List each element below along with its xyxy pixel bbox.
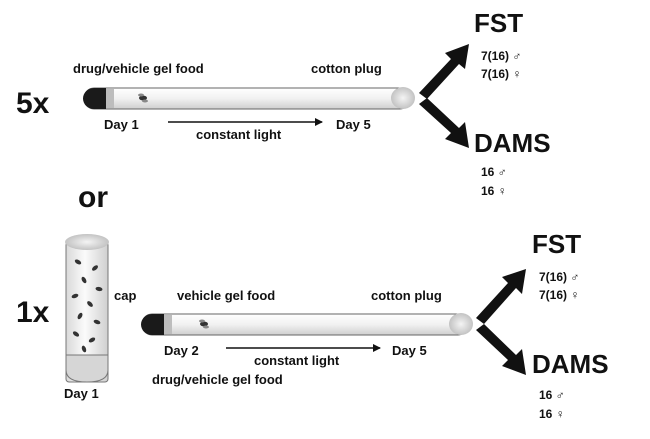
top-multiplier: 5x bbox=[16, 87, 50, 120]
top-tube bbox=[83, 87, 415, 110]
bottom-end-day: Day 5 bbox=[392, 343, 427, 358]
bottom-arrow-to-fst bbox=[476, 269, 526, 324]
bottom-plug-label: cotton plug bbox=[371, 288, 442, 303]
top-arrow-to-dams bbox=[419, 98, 469, 148]
bottom-fst-female: 7(16) ♀ bbox=[539, 288, 579, 302]
top-dams-female: 16 ♀ bbox=[481, 184, 507, 198]
top-light-label: constant light bbox=[196, 127, 282, 142]
bottom-food-band bbox=[164, 315, 172, 334]
top-fst-female: 7(16) ♀ bbox=[481, 67, 521, 81]
vial-gel-food bbox=[65, 354, 109, 383]
top-arrow-to-fst bbox=[419, 44, 469, 99]
bottom-light-label: constant light bbox=[254, 353, 340, 368]
top-fly-icon bbox=[138, 93, 148, 103]
vial bbox=[65, 234, 109, 383]
bottom-start-day: Day 2 bbox=[164, 343, 199, 358]
top-gel-food bbox=[83, 88, 106, 109]
bottom-arrow-to-dams bbox=[476, 324, 526, 375]
top-setup: 5x drug/vehicle gel food cotton plug Day… bbox=[16, 8, 551, 198]
bottom-fst-male: 7(16) ♂ bbox=[539, 270, 579, 284]
bottom-setup: 1x cap vehicle gel food cotton plug bbox=[16, 229, 609, 421]
or-label: or bbox=[78, 181, 108, 214]
top-dams-male: 16 ♂ bbox=[481, 165, 507, 179]
vial-flies-icon bbox=[71, 259, 103, 353]
top-cotton-plug bbox=[391, 87, 415, 109]
bottom-fly-icon bbox=[199, 319, 209, 329]
bottom-dams-male: 16 ♂ bbox=[539, 388, 565, 402]
top-end-day: Day 5 bbox=[336, 117, 371, 132]
bottom-cap bbox=[141, 314, 164, 335]
top-fst-male: 7(16) ♂ bbox=[481, 49, 521, 63]
top-plug-label: cotton plug bbox=[311, 61, 382, 76]
bottom-cotton-plug bbox=[449, 313, 473, 335]
bottom-food-label: vehicle gel food bbox=[177, 288, 275, 303]
top-food-band bbox=[106, 89, 114, 108]
vial-cotton-plug bbox=[65, 234, 109, 250]
bottom-dams-female: 16 ♀ bbox=[539, 407, 565, 421]
bottom-fst-title: FST bbox=[532, 229, 581, 259]
top-food-label: drug/vehicle gel food bbox=[73, 61, 204, 76]
bottom-multiplier: 1x bbox=[16, 296, 50, 329]
top-start-day: Day 1 bbox=[104, 117, 139, 132]
bottom-cap-label: cap bbox=[114, 288, 136, 303]
top-dams-title: DAMS bbox=[474, 128, 551, 158]
vial-day-label: Day 1 bbox=[64, 386, 99, 401]
vial-food-label: drug/vehicle gel food bbox=[152, 372, 283, 387]
bottom-dams-title: DAMS bbox=[532, 349, 609, 379]
top-fst-title: FST bbox=[474, 8, 523, 38]
bottom-tube bbox=[141, 313, 473, 336]
